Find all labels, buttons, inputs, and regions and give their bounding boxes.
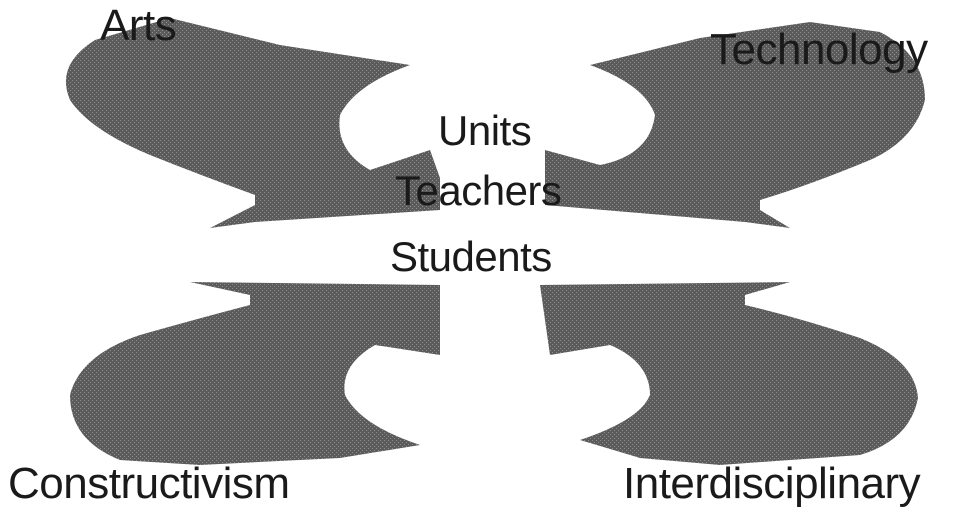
label-interdisciplinary: Interdisciplinary (623, 462, 920, 506)
label-constructivism: Constructivism (8, 462, 290, 506)
label-students: Students (390, 236, 552, 278)
label-technology: Technology (710, 28, 928, 72)
wing-bottom-left (70, 282, 440, 465)
label-arts: Arts (100, 4, 176, 48)
wing-bottom-right (540, 282, 918, 465)
label-teachers: Teachers (395, 170, 561, 212)
label-units: Units (438, 110, 531, 152)
